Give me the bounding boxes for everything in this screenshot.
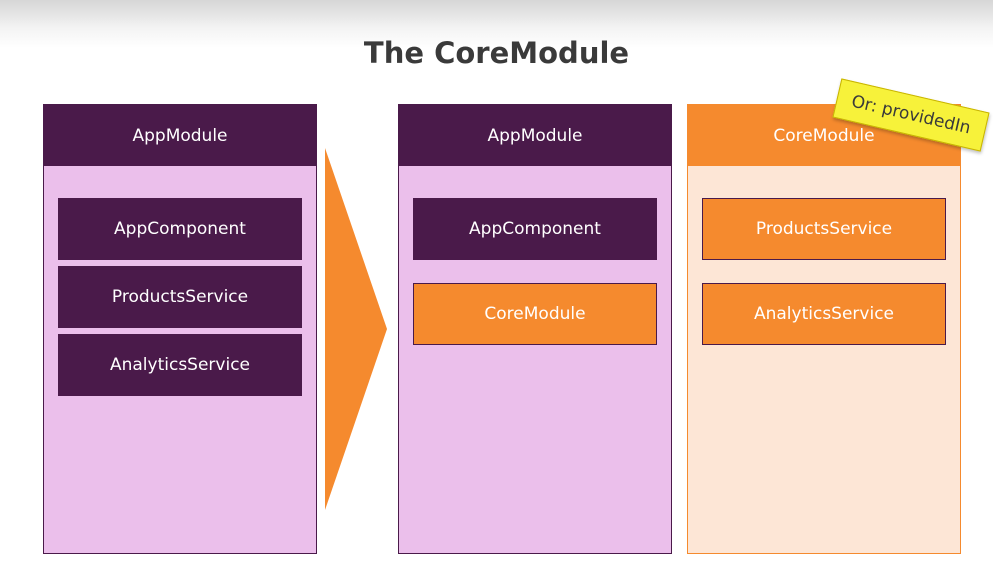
right-coremodule-panel: CoreModule ProductsService AnalyticsServ… [687, 104, 961, 554]
right-productsservice-box: ProductsService [702, 198, 946, 260]
middle-panel-header: AppModule [399, 105, 671, 166]
left-panel-header: AppModule [44, 105, 316, 166]
middle-appmodule-panel: AppModule AppComponent CoreModule [398, 104, 672, 554]
middle-coremodule-box: CoreModule [413, 283, 657, 345]
left-productsservice-box: ProductsService [58, 266, 302, 328]
left-appmodule-panel: AppModule AppComponent ProductsService A… [43, 104, 317, 554]
left-analyticsservice-box: AnalyticsService [58, 334, 302, 396]
top-shade [0, 0, 993, 48]
right-analyticsservice-box: AnalyticsService [702, 283, 946, 345]
middle-appcomponent-box: AppComponent [413, 198, 657, 260]
slide-title: The CoreModule [363, 36, 630, 70]
arrow-shape [325, 148, 387, 510]
transition-arrow [325, 148, 387, 510]
left-appcomponent-box: AppComponent [58, 198, 302, 260]
